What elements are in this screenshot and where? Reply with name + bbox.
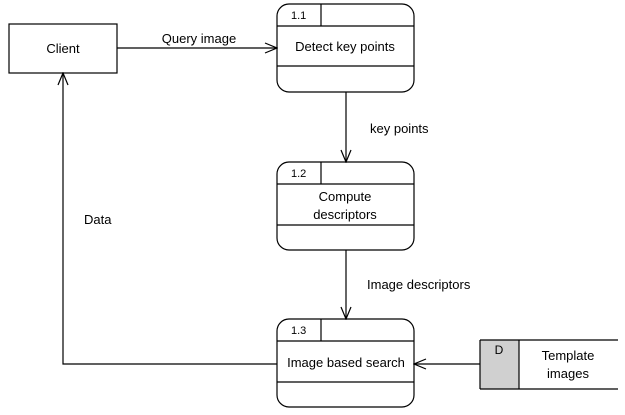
datastore-id-cell [480, 340, 519, 389]
process-detect-key-points: 1.1 Detect key points [276, 3, 415, 93]
entity-client: Client [8, 23, 118, 74]
process-label-line1: Compute [319, 189, 372, 204]
datastore-label-line2: images [547, 366, 589, 381]
flow-image-descriptors: Image descriptors [346, 250, 471, 319]
entity-client-label: Client [46, 41, 80, 56]
flow-query-image: Query image [117, 31, 277, 48]
process-id: 1.1 [291, 10, 306, 22]
process-label-line2: descriptors [313, 207, 377, 222]
flow-label: key points [370, 121, 429, 136]
datastore-id: D [495, 343, 504, 357]
process-id: 1.3 [291, 325, 306, 337]
flow-label: Query image [162, 31, 236, 46]
process-label: Image based search [287, 355, 405, 370]
flow-label: Image descriptors [367, 277, 471, 292]
flow-label: Data [84, 212, 112, 227]
process-label: Detect key points [295, 39, 395, 54]
flow-key-points: key points [346, 92, 429, 162]
process-compute-descriptors: 1.2 Compute descriptors [276, 161, 415, 251]
process-image-based-search: 1.3 Image based search [276, 318, 415, 408]
datastore-template-images: D Template images [479, 339, 618, 390]
process-id: 1.2 [291, 168, 306, 180]
datastore-label-line1: Template [542, 348, 595, 363]
flow-data: Data [63, 73, 277, 365]
